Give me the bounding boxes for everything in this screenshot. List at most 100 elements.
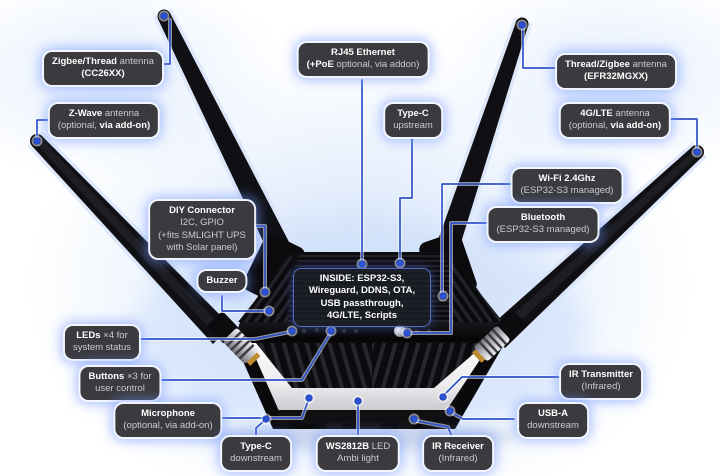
callout-inside-line: 4G/LTE, Scripts — [296, 310, 428, 322]
callout-ir_tx-line: (Infrared) — [569, 381, 633, 393]
callout-text: WS2812B — [325, 441, 370, 452]
callout-thread_zigbee-line: Thread/Zigbee antenna — [565, 59, 667, 71]
callout-bluetooth: Bluetooth(ESP32-S3 managed) — [488, 208, 598, 241]
callout-text: 4G/LTE, Scripts — [326, 310, 398, 322]
callout-text: (+PoE — [306, 59, 334, 71]
callout-text: with Solar panel) — [166, 242, 238, 254]
wire-typec_up — [399, 136, 413, 262]
callout-text: Thread/Zigbee — [565, 59, 630, 70]
callout-ws2812b-line: Ambi light — [326, 453, 390, 465]
callout-microphone-line: Microphone — [123, 408, 212, 420]
callout-text: Type-C — [240, 441, 272, 452]
callout-text: I2C, GPIO — [180, 217, 224, 229]
callout-typec_down-line: Type-C — [230, 441, 282, 453]
callout-text: USB passthrough, — [320, 297, 404, 309]
callout-text: via add-on) — [99, 120, 151, 132]
wire-zigbee_thread — [157, 19, 171, 65]
callout-text: (EFR32MGXX) — [584, 71, 648, 83]
attach-dot-rj45 — [358, 260, 366, 268]
sma-connector-right — [472, 311, 526, 363]
callout-thread_zigbee: Thread/Zigbee antenna(EFR32MGXX) — [557, 55, 675, 88]
attach-dot-lte — [693, 148, 701, 156]
callout-text: ×4 for — [100, 330, 128, 341]
callout-rj45-line: (+PoE optional, via addon) — [307, 59, 420, 71]
wire-leds — [140, 331, 291, 340]
callout-text: RJ45 Ethernet — [331, 47, 395, 58]
callout-text: antenna — [629, 59, 667, 70]
callout-text: Wi-Fi 2.4Ghz — [538, 173, 596, 184]
callout-zwave-line: Z-Wave antenna — [58, 108, 150, 120]
callout-ir_recv-line: (Infrared) — [432, 453, 484, 465]
callout-zigbee_thread: Zigbee/Thread antenna(CC26XX) — [44, 52, 162, 85]
callout-text: Type-C — [397, 108, 429, 119]
wire-ir_tx — [443, 376, 561, 396]
callout-text: LEDs — [76, 330, 101, 341]
callout-buttons-line: user control — [88, 383, 151, 395]
callout-text: Wireguard, DDNS, OTA, — [308, 285, 416, 297]
attach-dot-typec_down — [262, 415, 270, 423]
callout-buttons-line: Buttons ×3 for — [88, 371, 151, 383]
callout-text: system status — [72, 342, 132, 354]
wire-bluetooth — [410, 222, 491, 334]
callout-text: Zigbee/Thread — [52, 56, 117, 67]
callout-text: LED — [369, 441, 391, 452]
callout-text: Microphone — [141, 408, 195, 419]
attach-dot-wifi — [439, 292, 447, 300]
callout-inside-line: USB passthrough, — [296, 298, 428, 310]
callout-lte: 4G/LTE antenna(optional, via add-on) — [560, 104, 670, 137]
callout-text: (ESP32-S3 managed) — [520, 185, 614, 197]
attach-dot-microphone — [305, 394, 313, 402]
attach-dot-usba — [446, 407, 454, 415]
callout-text: (CC26XX) — [81, 68, 125, 80]
attach-dot-typec_up — [396, 259, 404, 267]
callout-ws2812b-line: WS2812B LED — [326, 441, 390, 453]
wire-typec_down — [255, 420, 265, 438]
callout-inside-line: INSIDE: ESP32-S3, — [296, 273, 428, 285]
callout-zigbee_thread-line: Zigbee/Thread antenna — [52, 56, 154, 68]
callout-buzzer-line: Buzzer — [206, 275, 237, 287]
callout-text: antenna — [102, 108, 140, 119]
attach-dot-diy — [261, 288, 269, 296]
callout-text: IR Receiver — [432, 441, 484, 452]
callout-zwave: Z-Wave antenna(optional, via add-on) — [49, 104, 159, 137]
heatsink-fins-right — [449, 254, 503, 322]
attach-dot-bluetooth — [403, 329, 411, 337]
callout-text: IR Transmitter — [569, 369, 633, 380]
callout-leds-line: system status — [73, 342, 131, 354]
callout-diy-line: I2C, GPIO — [158, 217, 246, 229]
callout-text: optional, via addon) — [333, 59, 420, 71]
callout-wifi: Wi-Fi 2.4Ghz(ESP32-S3 managed) — [512, 169, 622, 202]
callout-text: Buttons — [88, 371, 125, 382]
callout-microphone-line: (optional, via add-on) — [123, 420, 212, 432]
callout-text: USB-A — [537, 408, 569, 419]
wire-zwave — [36, 119, 55, 140]
wire-microphone — [220, 400, 309, 419]
wire-wifi — [441, 183, 514, 295]
callout-text: (optional, via add-on) — [123, 420, 213, 432]
attach-dot-ir_recv — [410, 415, 418, 423]
callout-usba-line: downstream — [527, 420, 579, 432]
callout-text: ×3 for — [124, 371, 152, 382]
attach-dot-ir_tx — [439, 393, 447, 401]
callout-text: Buzzer — [206, 275, 238, 286]
callout-diy-line: with Solar panel) — [158, 242, 246, 254]
callout-text: DIY Connector — [169, 205, 235, 216]
callout-typec_up-line: upstream — [393, 120, 433, 132]
attach-dot-buzzer — [265, 307, 273, 315]
callout-thread_zigbee-line: (EFR32MGXX) — [565, 71, 667, 83]
callout-diy-line: (+fits SMLIGHT UPS — [158, 230, 246, 242]
attach-dot-ws2812b — [354, 397, 362, 405]
callout-ir_tx: IR Transmitter(Infrared) — [561, 365, 641, 398]
wire-usba — [451, 412, 515, 420]
callout-diy-line: DIY Connector — [158, 205, 246, 217]
callout-text: (optional, — [568, 120, 611, 132]
wire-thread_zigbee — [522, 26, 564, 69]
callout-microphone: Microphone(optional, via add-on) — [115, 404, 221, 437]
